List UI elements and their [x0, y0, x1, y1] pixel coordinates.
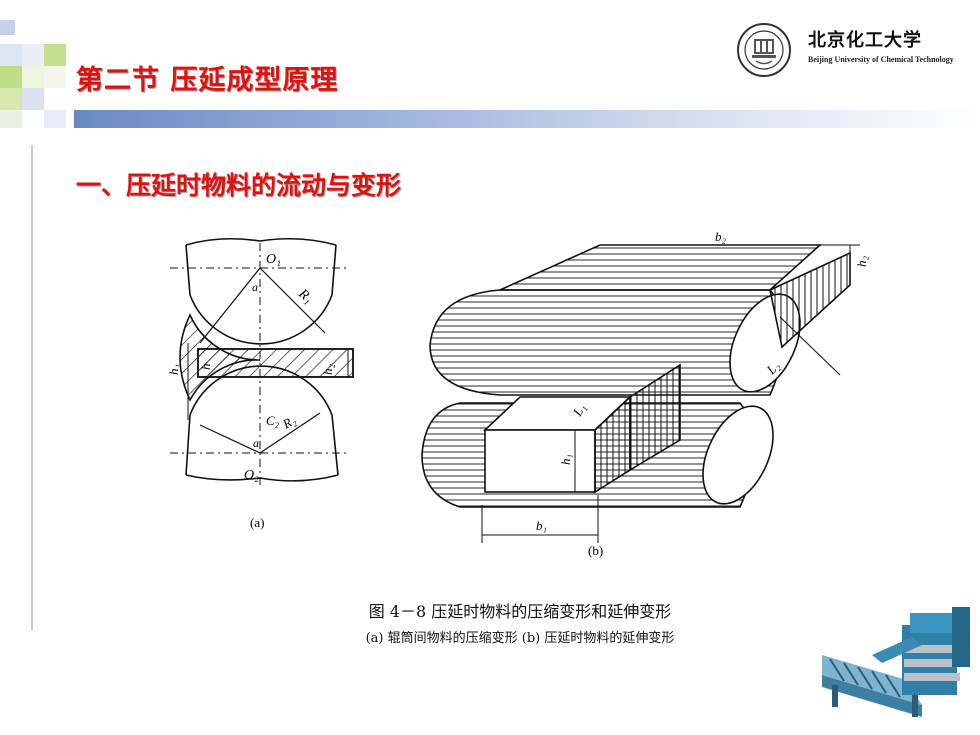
label-o2: O₂: [244, 468, 259, 483]
decor-square: [0, 88, 22, 110]
figure-caption: 图 4－8 压延时物料的压缩变形和延伸变形: [368, 602, 672, 621]
label-alpha-top: a: [252, 280, 258, 294]
decor-square: [44, 66, 66, 88]
diagram-a: [170, 237, 354, 487]
label-b1: b₁: [536, 518, 547, 533]
title-underline-bar: [74, 110, 980, 128]
label-h2-b: h₂: [854, 256, 869, 268]
label-o1: O₁: [266, 252, 281, 267]
decor-square: [44, 44, 66, 66]
decor-square: [22, 66, 44, 88]
decor-square: [44, 110, 66, 128]
slide-title: 第二节 压延成型原理: [76, 65, 339, 96]
label-alpha-bottom: a: [253, 436, 259, 450]
figure-subcaption: (a) 辊筒间物料的压缩变形 (b) 压延时物料的延伸变形: [365, 631, 675, 646]
rolling-deformation-figure: O₁ a R₁ h₁ h h₂ C₂ R₂ a O₂ (a) b₂ h₂ L₂ …: [166, 229, 869, 558]
decor-square: [0, 20, 15, 35]
university-name-en: Beijing University of Chemical Technolog…: [808, 55, 954, 64]
subfigure-b-label: (b): [588, 543, 603, 558]
label-h2-a: h₂: [320, 364, 335, 376]
university-logo: 北京化工大学 Beijing University of Chemical Te…: [734, 22, 974, 78]
decor-square: [0, 110, 22, 128]
label-c2: C₂: [266, 413, 280, 428]
label-h1-a: h₁: [166, 364, 181, 375]
decor-square: [0, 66, 22, 88]
subfigure-a-label: (a): [250, 515, 264, 530]
decor-square: [0, 44, 22, 66]
label-h1-b: h₁: [558, 454, 573, 465]
calender-machine-illustration: [822, 607, 970, 717]
university-seal-icon: [737, 23, 791, 77]
university-name-cn: 北京化工大学: [808, 30, 922, 51]
label-h-mid: h: [198, 364, 213, 371]
label-b2: b₂: [715, 229, 727, 244]
left-divider: [31, 145, 33, 630]
decor-square: [22, 44, 44, 66]
diagram-b: [421, 244, 860, 543]
decor-square: [22, 88, 44, 110]
section-heading: 一、压延时物料的流动与变形: [76, 171, 402, 200]
label-r1: R₁: [295, 286, 316, 307]
